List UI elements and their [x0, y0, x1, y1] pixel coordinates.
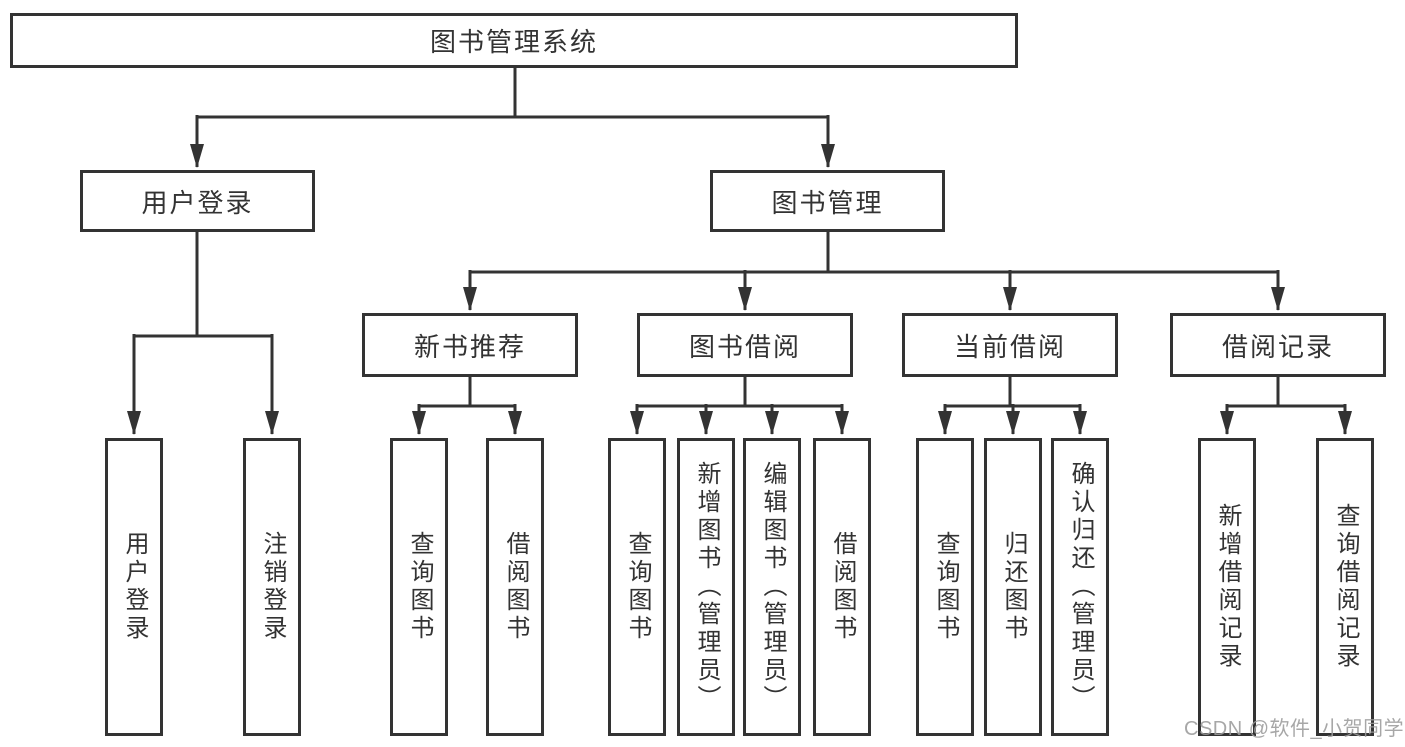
leaf-edit-book-admin-label: 编辑图书（管理员）: [759, 461, 786, 713]
connector-user-login-children: [127, 232, 279, 435]
leaf-add-book-admin: 新增图书（管理员）: [677, 438, 735, 736]
leaf-return-book: 归还图书: [984, 438, 1042, 736]
leaf-add-book-admin-label: 新增图书（管理员）: [693, 461, 720, 713]
node-book-management-label: 图书管理: [771, 187, 884, 218]
leaf-user-login: 用户登录: [105, 438, 163, 736]
leaf-query-books-borrowing: 查询图书: [608, 438, 666, 736]
connector-root-to-level2: [190, 68, 835, 168]
node-book-borrowing-label: 图书借阅: [688, 331, 801, 362]
leaf-query-books-current-label: 查询图书: [932, 531, 959, 643]
leaf-query-books-borrowing-label: 查询图书: [624, 531, 651, 643]
leaf-query-books-recommend-label: 查询图书: [406, 531, 433, 643]
leaf-return-book-label: 归还图书: [1000, 531, 1027, 643]
node-borrowing-records: 借阅记录: [1170, 313, 1386, 377]
node-book-borrowing: 图书借阅: [637, 313, 853, 377]
leaf-query-books-recommend: 查询图书: [390, 438, 448, 736]
leaf-query-books-current: 查询图书: [916, 438, 974, 736]
leaf-add-borrow-record: 新增借阅记录: [1198, 438, 1256, 736]
node-new-book-recommend: 新书推荐: [362, 313, 578, 377]
node-library-system: 图书管理系统: [10, 13, 1018, 68]
leaf-edit-book-admin: 编辑图书（管理员）: [743, 438, 801, 736]
leaf-confirm-return-admin-label: 确认归还（管理员）: [1067, 461, 1094, 713]
node-current-borrowing-label: 当前借阅: [953, 331, 1066, 362]
leaf-query-borrow-record-label: 查询借阅记录: [1332, 503, 1359, 671]
leaf-query-borrow-record: 查询借阅记录: [1316, 438, 1374, 736]
node-user-login-label: 用户登录: [141, 187, 254, 218]
leaf-add-borrow-record-label: 新增借阅记录: [1214, 503, 1241, 671]
connector-current-borrowing-children: [938, 377, 1087, 435]
connector-borrowing-records-children: [1220, 377, 1352, 435]
node-book-management: 图书管理: [710, 170, 945, 232]
leaf-borrow-books-recommend-label: 借阅图书: [502, 531, 529, 643]
node-library-system-label: 图书管理系统: [429, 27, 598, 57]
leaf-logout-label: 注销登录: [259, 531, 286, 643]
connector-new-book-recommend-children: [412, 377, 522, 435]
leaf-borrow-books-borrowing: 借阅图书: [813, 438, 871, 736]
leaf-borrow-books-borrowing-label: 借阅图书: [829, 531, 856, 643]
node-new-book-recommend-label: 新书推荐: [413, 331, 526, 362]
leaf-borrow-books-recommend: 借阅图书: [486, 438, 544, 736]
connector-book-management-children: [463, 232, 1285, 311]
watermark: CSDN @软件_小贺同学: [1184, 718, 1405, 740]
leaf-logout: 注销登录: [243, 438, 301, 736]
node-user-login: 用户登录: [80, 170, 315, 232]
node-current-borrowing: 当前借阅: [902, 313, 1118, 377]
node-borrowing-records-label: 借阅记录: [1221, 331, 1334, 362]
leaf-confirm-return-admin: 确认归还（管理员）: [1051, 438, 1109, 736]
leaf-user-login-label: 用户登录: [121, 531, 148, 643]
connector-book-borrowing-children: [630, 377, 849, 435]
